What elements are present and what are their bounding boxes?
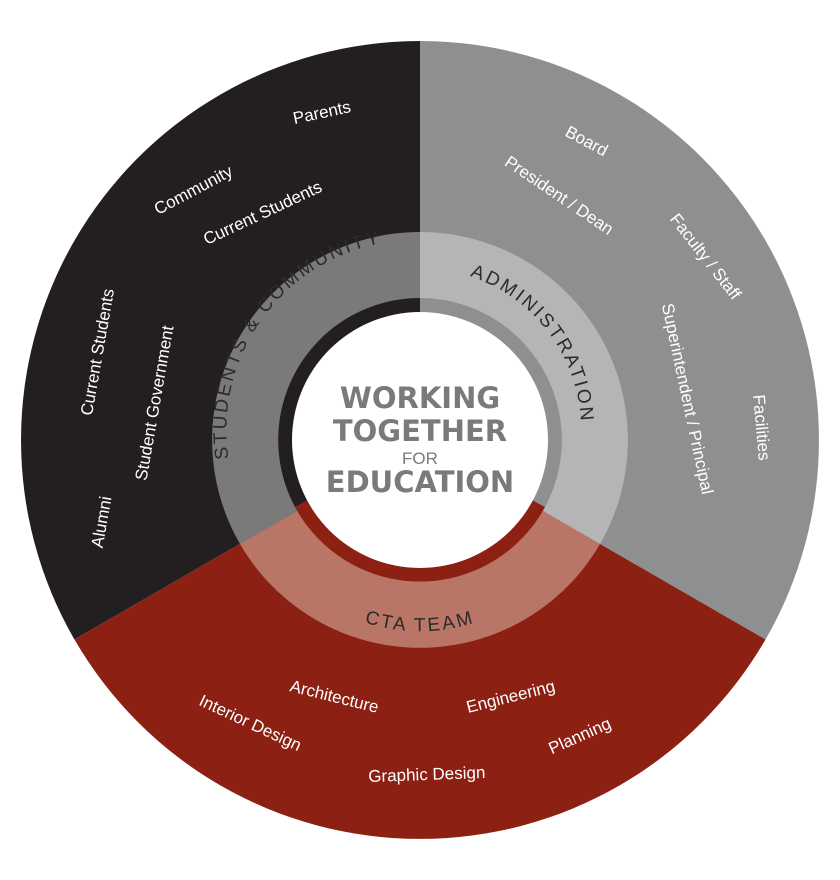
center-title-together: TOGETHER <box>333 414 507 448</box>
label-graphic-design: Graphic Design <box>368 763 486 786</box>
center-title-education: EDUCATION <box>326 465 514 499</box>
center-title-working: WORKING <box>340 381 500 415</box>
center-disc <box>292 312 548 568</box>
center-title-for: FOR <box>402 449 438 468</box>
